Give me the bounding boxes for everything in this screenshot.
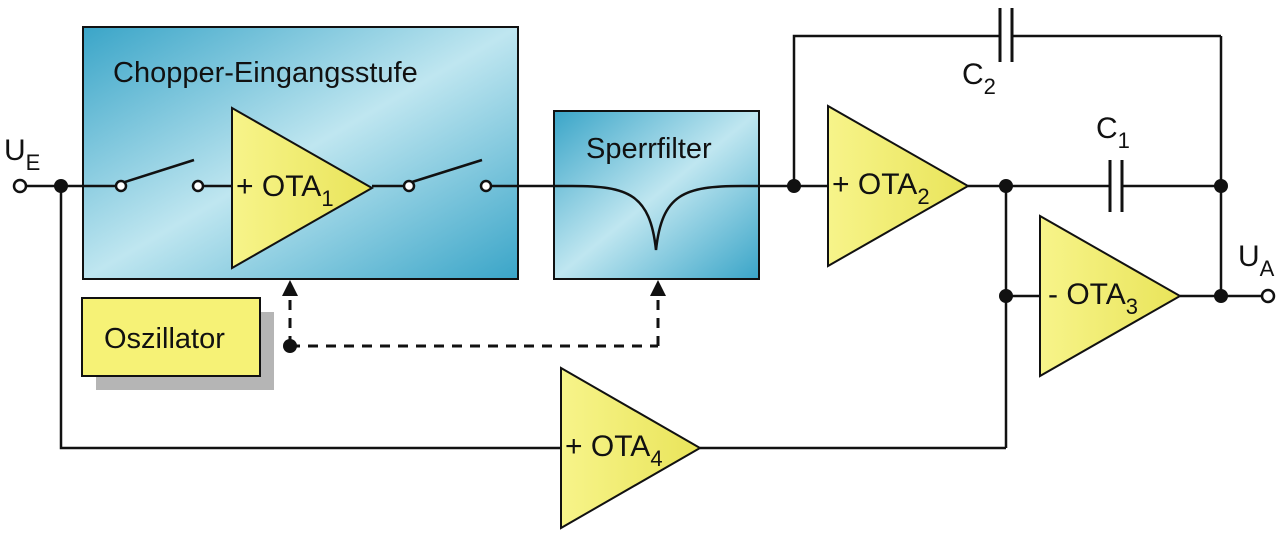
- chopper-title: Chopper-Eingangsstufe: [113, 57, 418, 89]
- ota3-triangle: [1039, 214, 1183, 378]
- arrow-up-icon: [282, 280, 298, 296]
- ota3-label: - OTA3: [1048, 278, 1138, 319]
- switch2-contact-b: [479, 179, 493, 193]
- control-arrows: [282, 280, 666, 296]
- input-label: UE: [4, 134, 40, 175]
- c2-label: C2: [962, 58, 996, 99]
- output-label: UA: [1238, 240, 1275, 281]
- switch1-contact-a: [114, 179, 128, 193]
- ota1-label: + OTA1: [236, 170, 334, 211]
- capacitor-c2: [998, 8, 1014, 62]
- sperrfilter-block: [553, 110, 760, 280]
- oszillator-block: [81, 297, 274, 390]
- oscillator-control-lines: [288, 292, 660, 348]
- ota1-triangle: [231, 106, 375, 270]
- ota2-label: + OTA2: [832, 168, 930, 209]
- wires: [27, 34, 1262, 450]
- contacts: [12, 178, 1276, 304]
- ota4-triangle: [560, 366, 703, 530]
- ota2-triangle: [827, 104, 971, 268]
- junction-dots: [54, 179, 1228, 353]
- oszillator-title: Oszillator: [104, 323, 225, 355]
- output-terminal: [1260, 288, 1276, 304]
- switch2-contact-a: [402, 179, 416, 193]
- input-terminal: [12, 178, 28, 194]
- arrow-up-icon: [650, 280, 666, 296]
- c1-label: C1: [1096, 112, 1130, 153]
- capacitor-c1: [1108, 160, 1124, 212]
- switch1-contact-b: [191, 179, 205, 193]
- sperrfilter-title: Sperrfilter: [586, 133, 712, 165]
- ota4-label: + OTA4: [565, 430, 663, 471]
